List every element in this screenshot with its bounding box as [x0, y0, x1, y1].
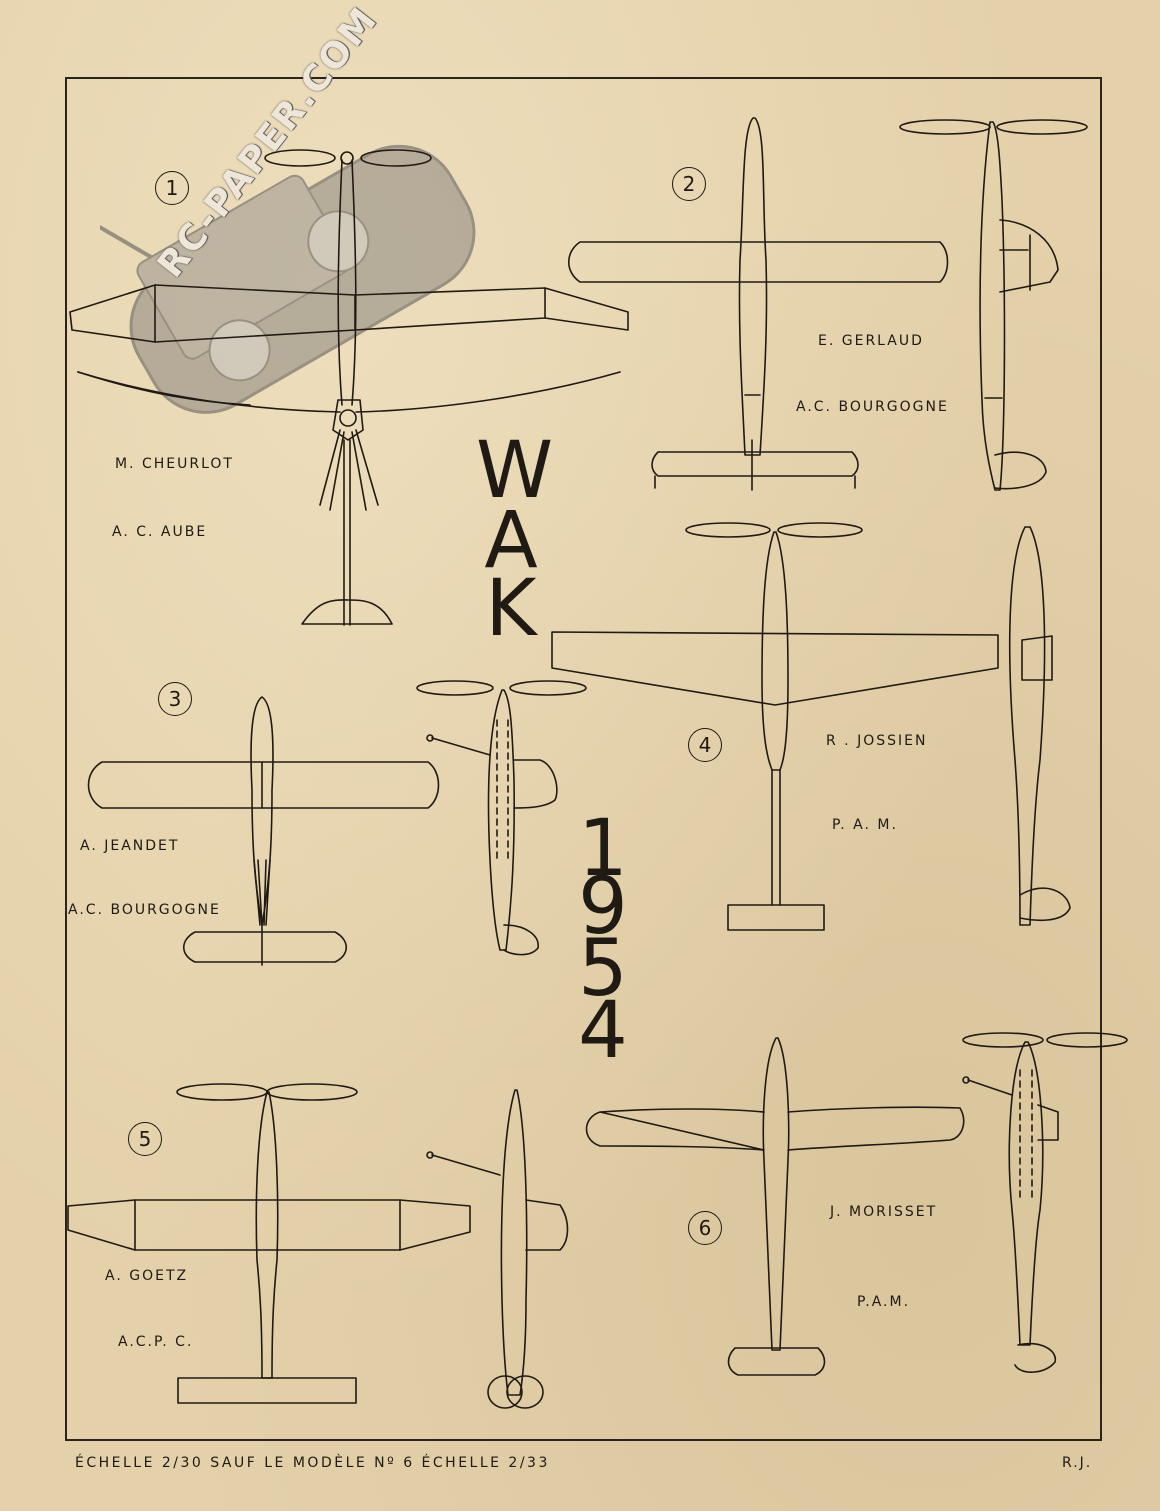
drawing-frame [65, 77, 1102, 1441]
model-5-pilot: A. GOETZ [105, 1268, 189, 1284]
model-2-number: 2 [672, 167, 706, 201]
model-4-drawing [551, 522, 1071, 931]
model-1-number: 1 [155, 171, 189, 205]
model-2-pilot: E. GERLAUD [818, 333, 924, 349]
model-4-club: P. A. M. [832, 817, 898, 833]
title-letter-k: K [485, 564, 537, 654]
model-5-club: A.C.P. C. [118, 1334, 194, 1350]
model-6-number: 6 [688, 1211, 722, 1245]
model-6-club: P.A.M. [857, 1294, 911, 1310]
model-1-drawing [69, 149, 629, 626]
model-6-pilot: J. MORISSET [830, 1204, 938, 1220]
year-digit-4: 4 [578, 986, 628, 1076]
model-1-pilot: M. CHEURLOT [115, 456, 234, 472]
year-digit-1: 1 [578, 804, 628, 894]
year-digit-5: 5 [578, 924, 628, 1014]
model-3-drawing [87, 680, 587, 966]
model-1-club: A. C. AUBE [112, 524, 208, 540]
model-5-drawing [67, 1083, 569, 1409]
model-3-club: A.C. BOURGOGNE [68, 902, 221, 918]
model-2-club: A.C. BOURGOGNE [796, 399, 949, 415]
model-5-number: 5 [128, 1122, 162, 1156]
title-letter-a: A [484, 496, 538, 586]
model-4-number: 4 [688, 728, 722, 762]
author-initials: R.J. [1062, 1455, 1093, 1471]
year-digit-9: 9 [578, 862, 628, 952]
model-2-drawing [567, 117, 1088, 491]
model-3-pilot: A. JEANDET [80, 838, 180, 854]
model-6-drawing [585, 1032, 1128, 1376]
model-4-pilot: R . JOSSIEN [826, 733, 928, 749]
scale-note: ÉCHELLE 2/30 SAUF LE MODÈLE Nº 6 ÉCHELLE… [75, 1455, 550, 1471]
title-letter-w: W [476, 426, 554, 516]
model-3-number: 3 [158, 682, 192, 716]
